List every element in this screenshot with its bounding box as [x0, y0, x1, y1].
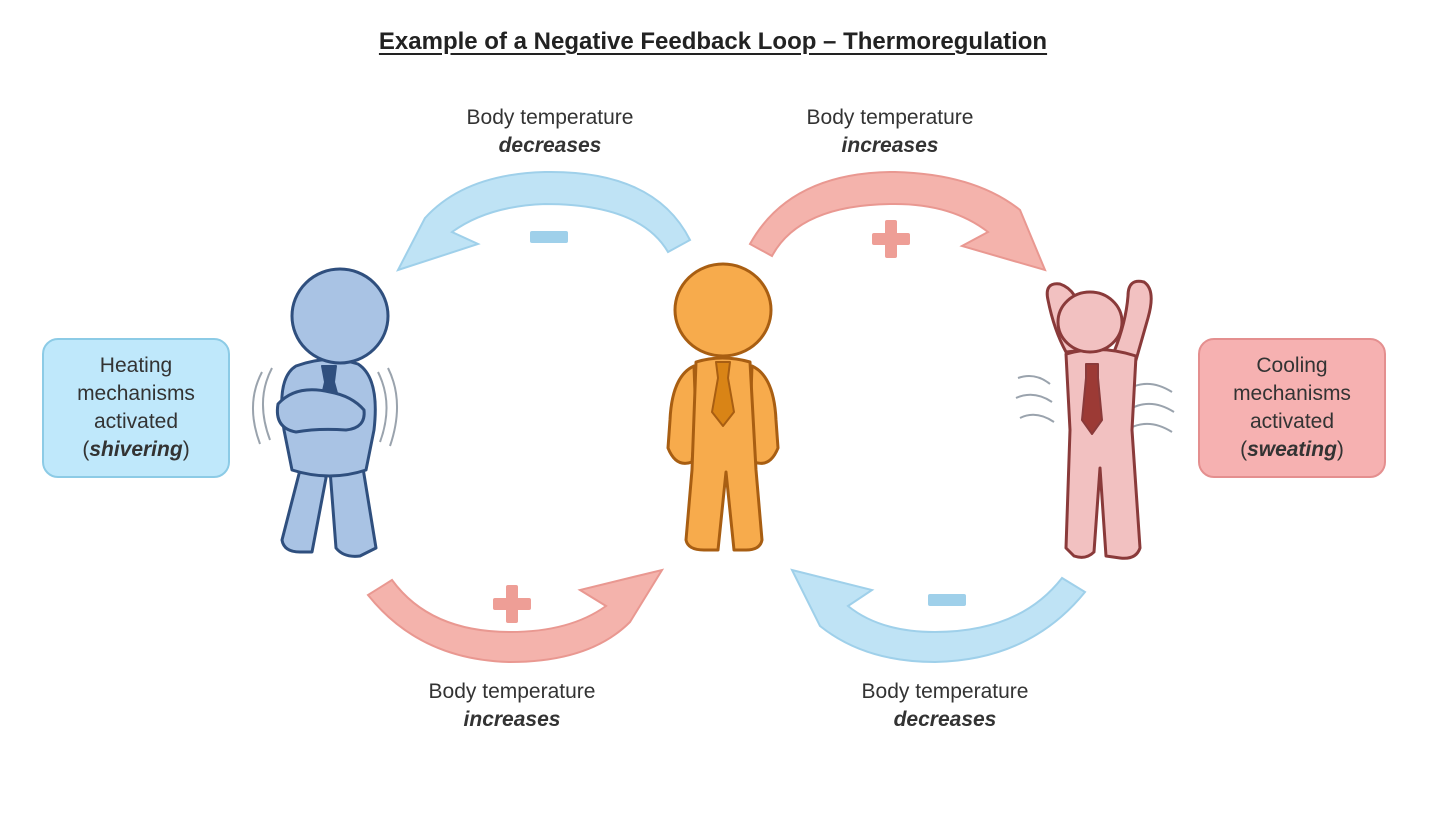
heating-open-paren: ( [82, 438, 90, 461]
arrow-bottom-left-increases [366, 568, 665, 664]
heating-mechanisms-box: Heating mechanisms activated (shivering) [42, 338, 230, 478]
caption-top-left: Body temperature decreases [420, 104, 680, 160]
cooling-line1: Cooling [1256, 354, 1328, 377]
caption-bottom-right-verb: decreases [893, 708, 997, 731]
minus-sign-bottom [928, 594, 966, 606]
caption-bottom-right-line1: Body temperature [861, 680, 1029, 703]
arrow-bottom-right-decreases [790, 568, 1087, 664]
caption-top-right: Body temperature increases [760, 104, 1020, 160]
caption-bottom-left-line1: Body temperature [428, 680, 596, 703]
caption-top-left-verb: decreases [498, 134, 602, 157]
shivering-person-icon [251, 267, 398, 558]
arrow-bottom-left-body [366, 568, 665, 664]
cooling-close-paren: ) [1336, 438, 1344, 461]
cooling-mechanisms-box: Cooling mechanisms activated (sweating) [1198, 338, 1386, 478]
heating-line3: activated [93, 410, 179, 433]
sweating-person-icon [1015, 279, 1175, 560]
cooling-line2: mechanisms [1233, 382, 1351, 405]
page-title: Example of a Negative Feedback Loop – Th… [378, 28, 1048, 55]
arrow-bottom-right-body [790, 568, 1087, 664]
cooling-example: sweating [1247, 438, 1337, 461]
cooling-line3: activated [1249, 410, 1335, 433]
heating-line1: Heating [99, 354, 173, 377]
arrow-top-left-decreases [395, 170, 692, 272]
heating-example: shivering [89, 438, 183, 461]
minus-sign-top [530, 231, 568, 243]
heating-close-paren: ) [182, 438, 190, 461]
caption-bottom-right: Body temperature decreases [815, 678, 1075, 734]
caption-bottom-left: Body temperature increases [382, 678, 642, 734]
arrow-top-right-body [748, 170, 1047, 272]
cooling-open-paren: ( [1240, 438, 1248, 461]
caption-top-right-line1: Body temperature [806, 106, 974, 129]
heating-example-line: (shivering) [82, 436, 189, 464]
caption-top-right-verb: increases [841, 134, 939, 157]
cooling-example-line: (sweating) [1240, 436, 1344, 464]
shiver-lines-icon [251, 367, 398, 447]
caption-top-left-line1: Body temperature [466, 106, 634, 129]
arrow-top-left-body [395, 170, 692, 272]
plus-sign-top [872, 220, 910, 258]
standing-person-icon [666, 262, 780, 552]
caption-bottom-left-verb: increases [463, 708, 561, 731]
arrow-top-right-increases [748, 170, 1047, 272]
plus-sign-bottom [493, 585, 531, 623]
heating-line2: mechanisms [77, 382, 195, 405]
